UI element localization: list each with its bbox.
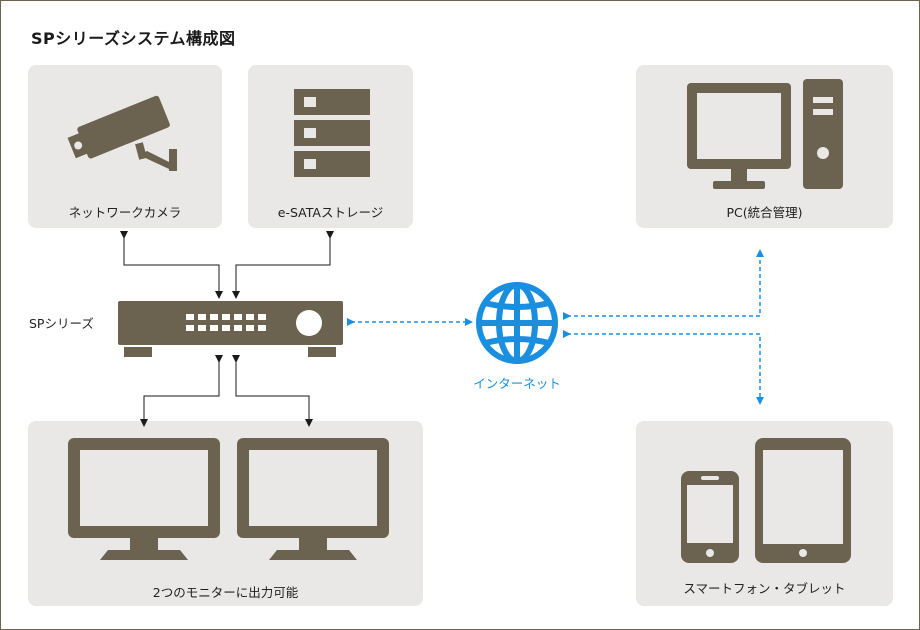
pc-icon — [687, 79, 843, 189]
recorder-icon — [118, 301, 343, 357]
internet-mobile-link — [563, 330, 764, 405]
storage-icon — [294, 89, 370, 177]
internet-label: インターネット — [473, 376, 561, 391]
monitor-left-link — [140, 355, 223, 427]
camera-icon — [67, 95, 177, 171]
storage-link — [232, 231, 334, 299]
monitor-right-icon — [237, 438, 389, 560]
monitor-right-link — [232, 355, 313, 427]
mobile-label: スマートフォン・タブレット — [683, 581, 846, 596]
diagram-title: SPシリーズシステム構成図 — [31, 29, 236, 48]
camera-link — [120, 231, 223, 299]
recorder-label: SPシリーズ — [29, 316, 94, 331]
storage-label: e-SATAストレージ — [277, 205, 384, 220]
pc-label: PC(統合管理) — [726, 205, 803, 220]
smartphone-icon — [681, 471, 739, 563]
tablet-icon — [755, 438, 851, 563]
monitor-left-icon — [68, 438, 220, 560]
globe-icon — [476, 282, 558, 364]
camera-panel — [28, 65, 222, 228]
internet-pc-link — [563, 249, 764, 320]
monitors-label: 2つのモニターに出力可能 — [152, 585, 299, 600]
camera-label: ネットワークカメラ — [68, 205, 182, 220]
